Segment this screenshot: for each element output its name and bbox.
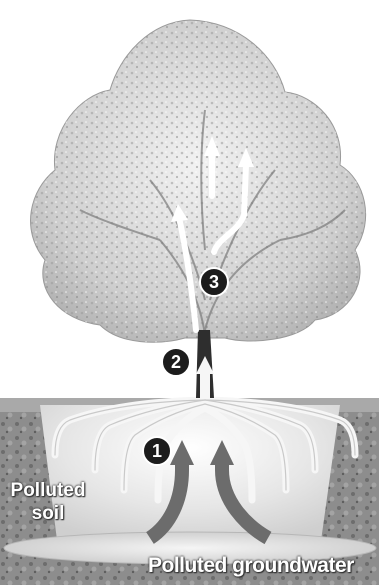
step-1-marker: 1 [142, 436, 172, 466]
polluted-soil-label-line1: Polluted [4, 481, 92, 500]
step-2-marker: 2 [161, 347, 191, 377]
polluted-soil-label: Polluted soil [4, 481, 92, 523]
polluted-groundwater-label: Polluted groundwater [148, 555, 354, 576]
polluted-soil-label-line2: soil [4, 504, 92, 523]
tree-crown [31, 20, 366, 342]
step-3-marker: 3 [199, 267, 229, 297]
